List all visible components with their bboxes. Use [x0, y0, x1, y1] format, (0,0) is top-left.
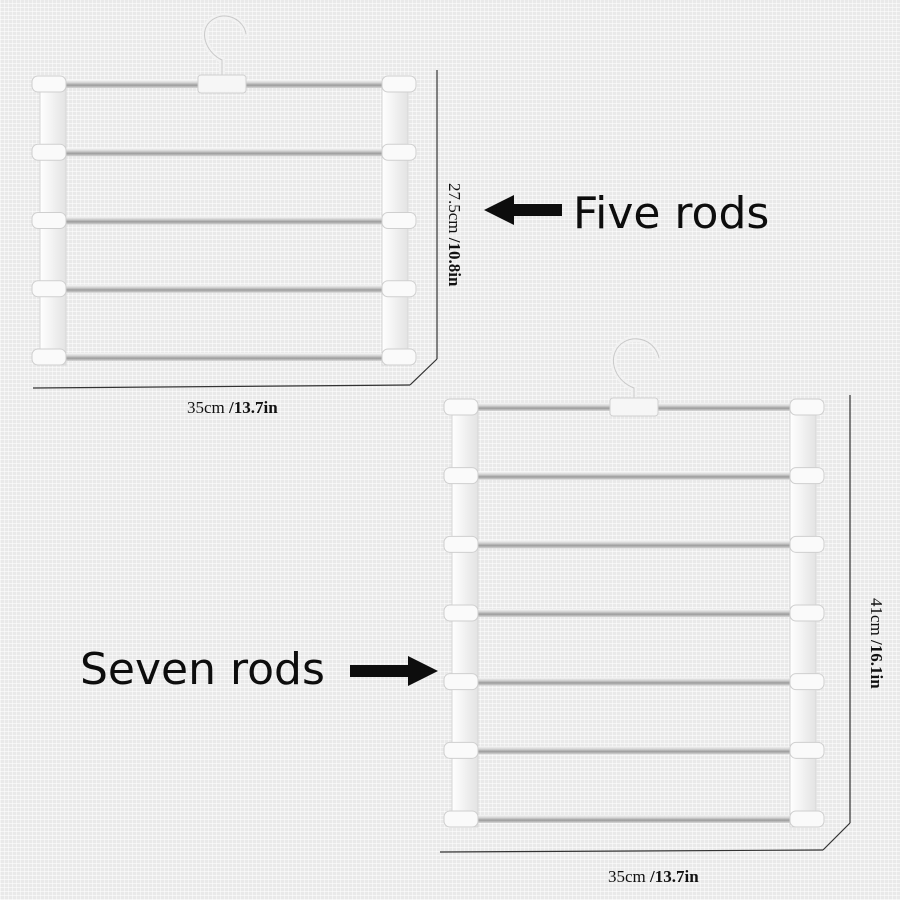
rod-end-cap-right	[789, 741, 825, 759]
rod-end-cap-right	[789, 604, 825, 622]
rod-end-cap-right	[789, 535, 825, 553]
rod-end-cap-left	[443, 604, 479, 622]
height-imperial: /16.1in	[867, 640, 886, 689]
hook-icon	[610, 335, 662, 408]
rod-end-cap-left	[31, 143, 67, 161]
width-metric: 35cm	[608, 867, 646, 886]
rod-end-cap-left	[443, 467, 479, 485]
rod-end-cap-right	[789, 467, 825, 485]
rod-group	[31, 74, 417, 366]
rod-end-cap-left	[31, 212, 67, 229]
rod	[460, 471, 808, 480]
rod-end-cap-right	[789, 673, 825, 691]
rod	[48, 284, 400, 293]
rod	[460, 540, 808, 549]
rod-end-cap-left	[31, 280, 67, 298]
width-metric: 35cm	[187, 398, 225, 417]
rod-end-cap-right	[381, 280, 417, 298]
rod	[48, 216, 400, 225]
height-label: 41cm /16.1in	[867, 598, 886, 689]
rod-group	[443, 397, 825, 828]
rod-end-cap-left	[31, 348, 67, 366]
hook-mount	[197, 74, 247, 94]
five-rods-caption: Five rods	[573, 188, 770, 239]
width-imperial: /13.7in	[229, 398, 278, 417]
rod-end-cap-left	[443, 535, 479, 553]
height-label: 27.5cm /10.8in	[445, 183, 464, 287]
width-label: 35cm /13.7in	[608, 868, 699, 885]
dimension-lines	[439, 395, 851, 853]
rod-end-cap-right	[789, 810, 825, 828]
hook-mount	[609, 397, 659, 417]
arrow-left-icon	[484, 195, 562, 225]
rod	[48, 353, 400, 361]
hook-icon	[201, 13, 249, 80]
rod-end-cap-right	[381, 143, 417, 161]
rod-end-cap-left	[443, 810, 479, 828]
arrow-right-icon	[350, 656, 438, 686]
rod-end-cap-left	[31, 75, 67, 93]
rod-end-cap-left	[443, 741, 479, 759]
rod	[460, 609, 808, 617]
rod	[460, 746, 808, 755]
height-imperial: /10.8in	[445, 237, 464, 287]
rod-end-cap-right	[789, 398, 825, 416]
dimension-lines	[32, 70, 438, 389]
rod-end-cap-right	[381, 75, 417, 93]
rod-end-cap-left	[443, 398, 479, 416]
width-label: 35cm /13.7in	[187, 399, 278, 416]
seven-rods-caption: Seven rods	[80, 644, 325, 695]
height-metric: 27.5cm	[445, 183, 464, 234]
rod	[48, 148, 400, 157]
rod-end-cap-right	[381, 348, 417, 366]
rod-end-cap-right	[381, 212, 417, 229]
rod	[460, 815, 808, 823]
rod	[460, 677, 808, 686]
height-metric: 41cm	[867, 598, 886, 636]
rod-end-cap-left	[443, 673, 479, 691]
width-imperial: /13.7in	[650, 867, 699, 886]
